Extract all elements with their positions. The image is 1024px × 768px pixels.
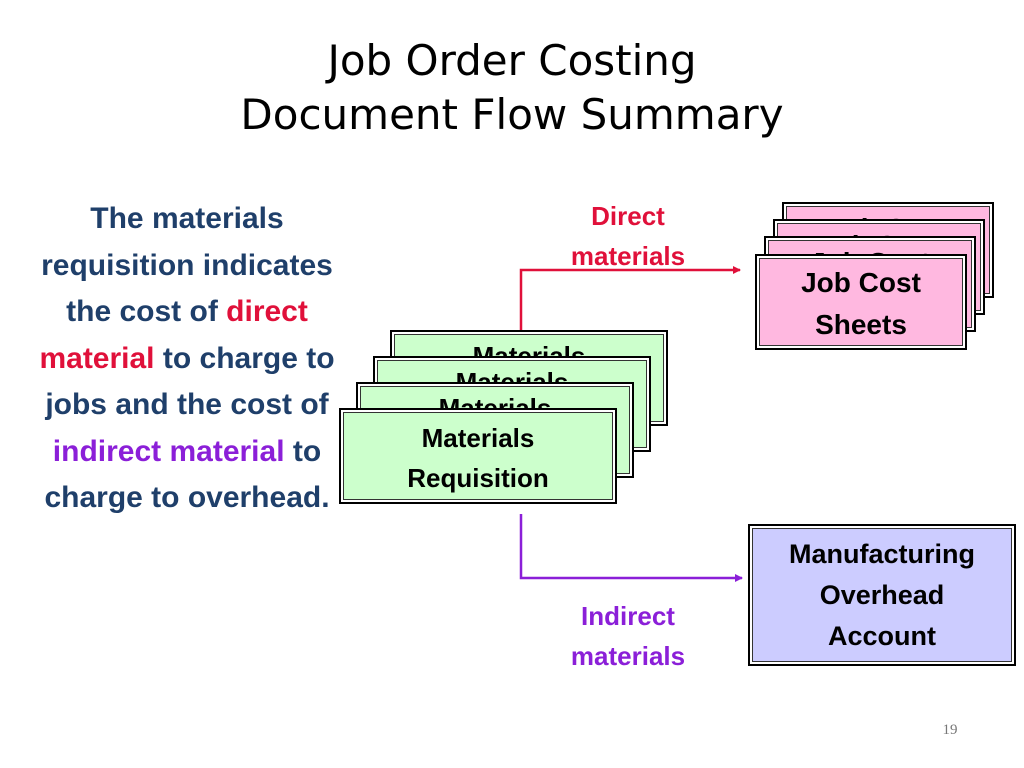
- direct-materials-arrow: [519, 266, 741, 330]
- indirect-material-highlight: indirect material: [52, 434, 285, 468]
- materials-requisition-line-1: Materials: [421, 423, 535, 453]
- explanation-part-1: The materials requisition indicates the …: [41, 202, 333, 328]
- explanation-part-2: to charge to jobs and the cost of: [45, 341, 335, 422]
- explanation-text: The materials requisition indicates the …: [28, 196, 346, 522]
- indirect-materials-label: Indirect materials: [548, 596, 708, 676]
- explanation-part-3: to charge to overhead.: [44, 434, 330, 515]
- direct-materials-label: Direct materials: [548, 196, 708, 276]
- job-cost-sheets-document: Job Cost Sheets: [755, 254, 967, 350]
- indirect-materials-label-line-1: Indirect: [581, 601, 675, 631]
- job-cost-sheets-line-1: Job Cost: [801, 267, 921, 298]
- overhead-line-1: Manufacturing: [789, 539, 975, 569]
- direct-material-highlight: direct material: [39, 295, 308, 375]
- indirect-materials-arrow: [519, 514, 743, 582]
- title-line-2: Document Flow Summary: [240, 90, 784, 139]
- overhead-line-2: Overhead: [819, 580, 945, 610]
- direct-materials-label-line-1: Direct: [591, 201, 665, 231]
- slide-title: Job Order Costing Document Flow Summary: [0, 34, 1024, 142]
- page-number: 19: [942, 722, 958, 738]
- indirect-materials-label-line-2: materials: [570, 641, 686, 671]
- materials-requisition-text: Materials Requisition: [341, 410, 615, 498]
- overhead-line-3: Account: [828, 621, 936, 651]
- materials-requisition-line-2: Requisition: [407, 463, 549, 493]
- direct-materials-label-line-2: materials: [570, 241, 686, 271]
- job-cost-sheets-line-2: Sheets: [815, 309, 907, 340]
- materials-requisition-document: Materials Requisition: [339, 408, 617, 504]
- title-line-1: Job Order Costing: [327, 36, 697, 85]
- job-cost-sheets-text: Job Cost Sheets: [757, 256, 965, 346]
- manufacturing-overhead-account: Manufacturing Overhead Account: [748, 524, 1016, 666]
- manufacturing-overhead-text: Manufacturing Overhead Account: [750, 526, 1014, 657]
